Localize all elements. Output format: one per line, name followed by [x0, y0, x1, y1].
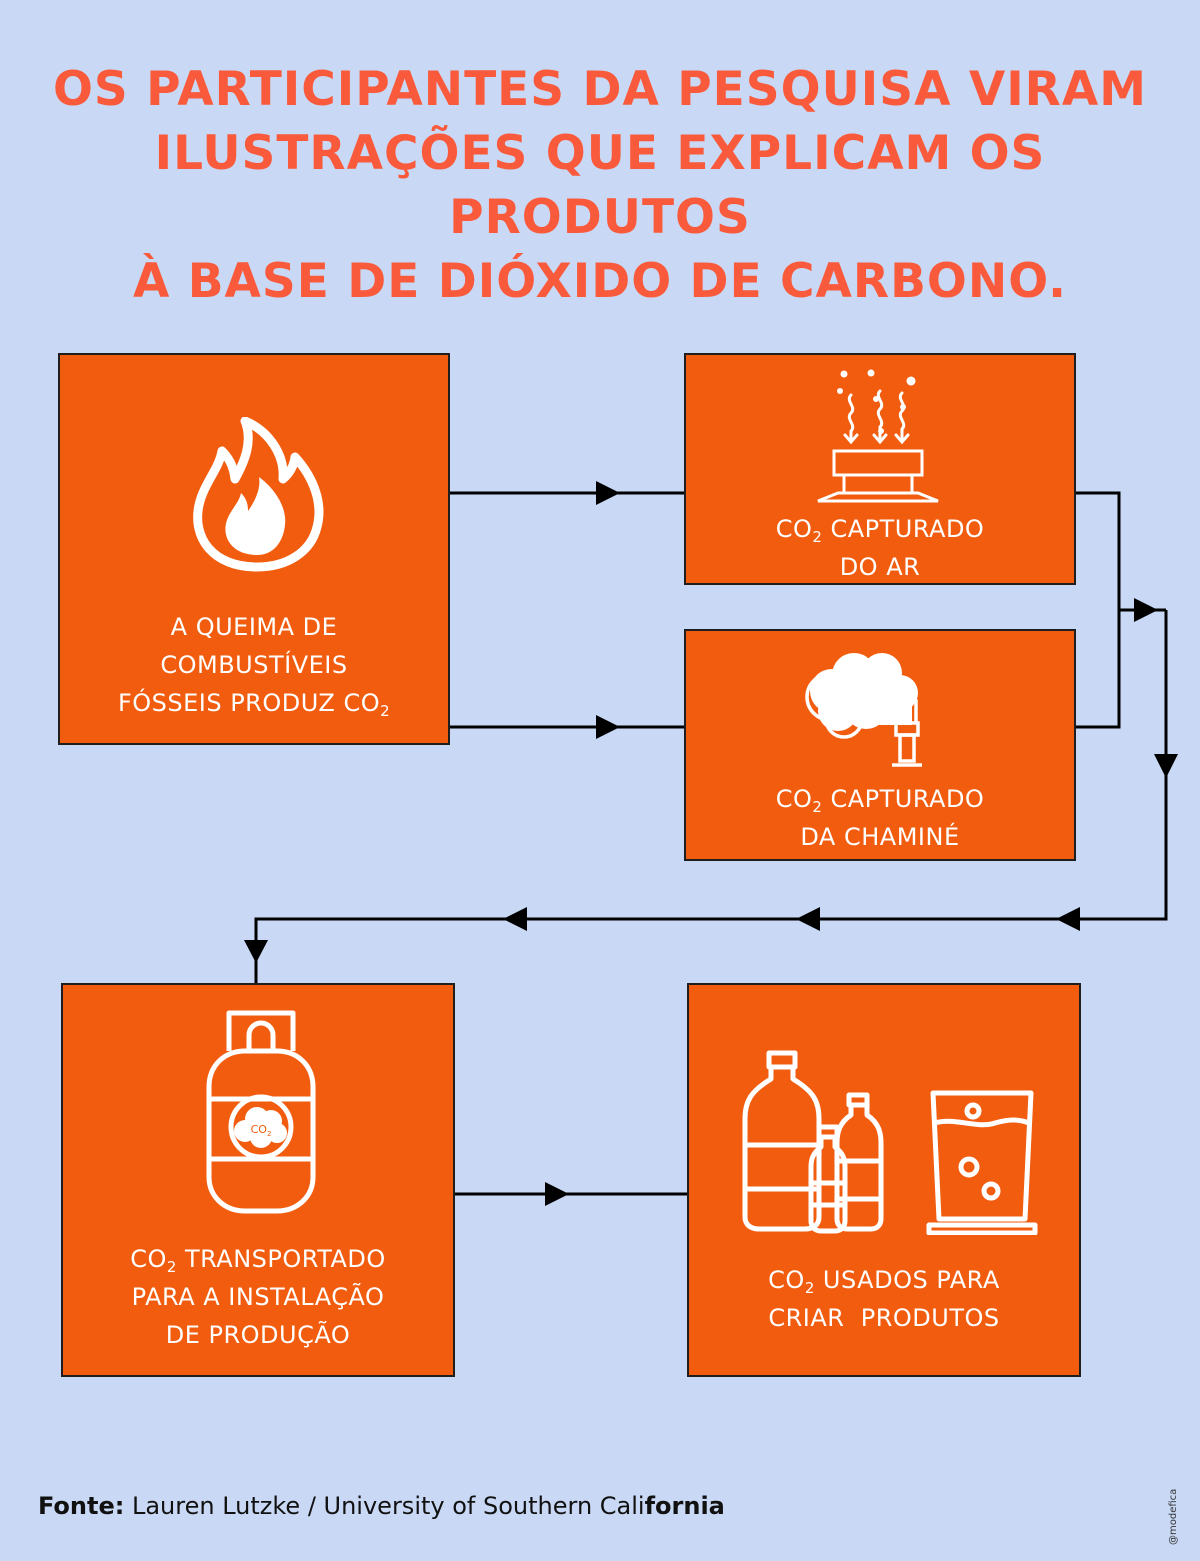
arrow-head: [1134, 598, 1158, 622]
label-text: CAPTURADO: [822, 515, 985, 543]
source-footer: Fonte: Lauren Lutzke / University of Sou…: [38, 1492, 725, 1520]
arrow-head: [244, 940, 268, 963]
credit-watermark: @modefica: [1168, 1488, 1179, 1545]
box-air-label: CO2 CAPTURADO DO AR: [686, 510, 1074, 586]
label-text: CO: [130, 1245, 167, 1273]
label-line: CO2 CAPTURADO: [686, 780, 1074, 818]
box-burning-label: A QUEIMA DE COMBUSTÍVEIS FÓSSEIS PRODUZ …: [60, 608, 448, 722]
footer-source-bold: fornia: [644, 1492, 725, 1520]
label-text: TRANSPORTADO: [176, 1245, 386, 1273]
arrow-head: [545, 1182, 569, 1206]
label-line: CRIAR PRODUTOS: [768, 1304, 1000, 1332]
title-line-3: À BASE DE DIÓXIDO DE CARBONO.: [132, 254, 1067, 309]
title-line-1: OS PARTICIPANTES DA PESQUISA VIRAM: [52, 62, 1148, 117]
gas-tank-icon: CO2: [206, 1010, 316, 1214]
label-text: CAPTURADO: [822, 785, 985, 813]
arrow-head: [596, 481, 620, 505]
bottles-and-glass-icon: [742, 1050, 1038, 1235]
footer-label: Fonte:: [38, 1492, 125, 1520]
label-line: DE PRODUÇÃO: [165, 1321, 351, 1349]
subscript: 2: [804, 1279, 815, 1298]
arrow-head: [796, 907, 820, 931]
label-line: FÓSSEIS PRODUZ CO2: [60, 684, 448, 722]
box-products-label: CO2 USADOS PARA CRIAR PRODUTOS: [689, 1261, 1079, 1337]
box-co2-captured-from-chimney: CO2 CAPTURADO DA CHAMINÉ: [684, 629, 1076, 861]
label-line: COMBUSTÍVEIS: [160, 651, 348, 679]
box-co2-used-for-products: CO2 USADOS PARA CRIAR PRODUTOS: [687, 983, 1081, 1377]
label-text: FÓSSEIS PRODUZ CO: [117, 689, 381, 717]
chimney-smoke-icon: [805, 653, 922, 767]
footer-source: Lauren Lutzke / University of Southern C…: [124, 1492, 645, 1520]
subscript: 2: [812, 528, 823, 547]
arrow-head: [1056, 907, 1080, 931]
label-text: USADOS PARA: [814, 1266, 1000, 1294]
label-text: CO: [775, 785, 813, 813]
label-line: PARA A INSTALAÇÃO: [131, 1283, 385, 1311]
flame-icon: [193, 417, 324, 572]
subscript: 2: [812, 798, 823, 817]
arrow-head: [596, 715, 620, 739]
label-line: CO2 TRANSPORTADO: [63, 1240, 453, 1278]
arrow-head: [1154, 754, 1178, 778]
arrow-head: [503, 907, 527, 931]
label-line: DO AR: [839, 553, 921, 581]
box-fossil-fuel-burning: A QUEIMA DE COMBUSTÍVEIS FÓSSEIS PRODUZ …: [58, 353, 450, 745]
label-line: CO2 CAPTURADO: [686, 510, 1074, 548]
subscript: 2: [166, 1258, 177, 1277]
subscript: 2: [380, 702, 391, 721]
box-transport-label: CO2 TRANSPORTADO PARA A INSTALAÇÃO DE PR…: [63, 1240, 453, 1354]
label-text: CO: [768, 1266, 805, 1294]
label-line: A QUEIMA DE: [170, 613, 338, 641]
connector-air-to-merge: [1076, 491, 1121, 729]
box-co2-transported: CO2 CO2 TRANSPORTADO PARA A INSTALAÇÃO D…: [61, 983, 455, 1377]
label-line: CO2 USADOS PARA: [689, 1261, 1079, 1299]
air-capture-icon: [817, 369, 939, 503]
label-line: DA CHAMINÉ: [800, 823, 960, 851]
box-co2-captured-from-air: CO2 CAPTURADO DO AR: [684, 353, 1076, 585]
label-text: CO: [775, 515, 813, 543]
box-chimney-label: CO2 CAPTURADO DA CHAMINÉ: [686, 780, 1074, 856]
tank-co2-text: CO2: [251, 1123, 272, 1138]
title-line-2: ILUSTRAÇÕES QUE EXPLICAM OS PRODUTOS: [154, 126, 1046, 245]
page-title: OS PARTICIPANTES DA PESQUISA VIRAM ILUST…: [0, 58, 1200, 314]
